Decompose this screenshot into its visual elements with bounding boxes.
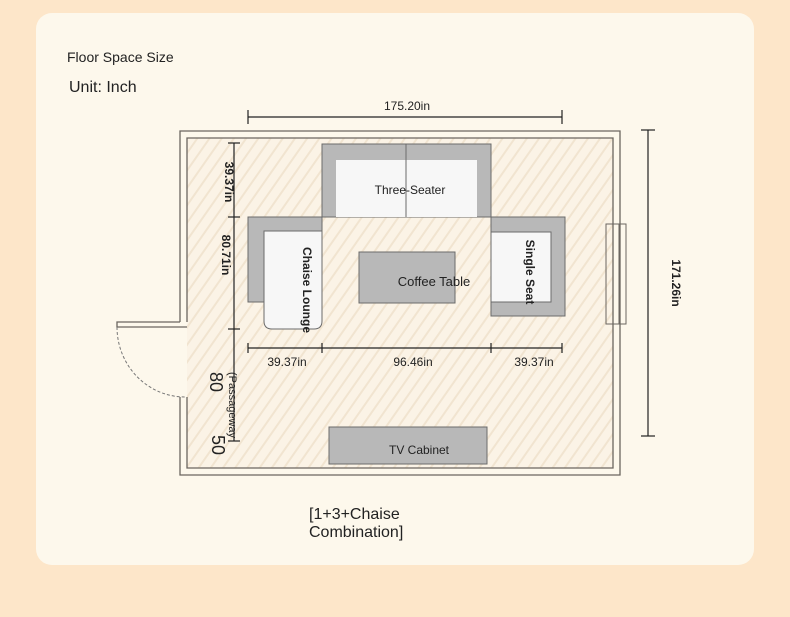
tv-cabinet bbox=[328, 426, 488, 465]
chaise-label: Chaise Lounge bbox=[300, 247, 314, 333]
coffee-table-label: Coffee Table bbox=[398, 274, 471, 289]
section-title: Floor Space Size bbox=[67, 49, 174, 65]
coffee-table bbox=[358, 251, 456, 304]
window bbox=[605, 223, 627, 325]
single-seat-label: Single Seat bbox=[523, 240, 537, 305]
bottom-left-dimension: 39.37in bbox=[267, 355, 306, 369]
left-top-dimension: 39.37in bbox=[222, 162, 236, 203]
unit-label: Unit: Inch bbox=[69, 79, 137, 96]
single-seat bbox=[490, 216, 566, 317]
bottom-middle-dimension: 96.46in bbox=[393, 355, 432, 369]
room-width-label: 175.20in bbox=[384, 99, 430, 113]
door-swing bbox=[116, 326, 186, 398]
combination-caption: [1+3+Chaise Combination] bbox=[309, 506, 404, 541]
three-seater-sofa bbox=[321, 143, 492, 218]
tv-cabinet-label: TV Cabinet bbox=[389, 443, 450, 457]
passageway-number-80: 80 bbox=[206, 372, 226, 392]
left-middle-dimension: 80.71in bbox=[219, 235, 233, 276]
bottom-right-dimension: 39.37in bbox=[514, 355, 553, 369]
room-depth-label: 171.26in bbox=[669, 259, 683, 306]
passageway-label: (Passageway bbox=[226, 372, 238, 439]
chaise-lounge bbox=[247, 216, 323, 330]
dimension-lines bbox=[228, 110, 655, 442]
passageway-number-50: 50 bbox=[208, 435, 228, 455]
three-seater-label: Three-Seater bbox=[375, 183, 446, 197]
